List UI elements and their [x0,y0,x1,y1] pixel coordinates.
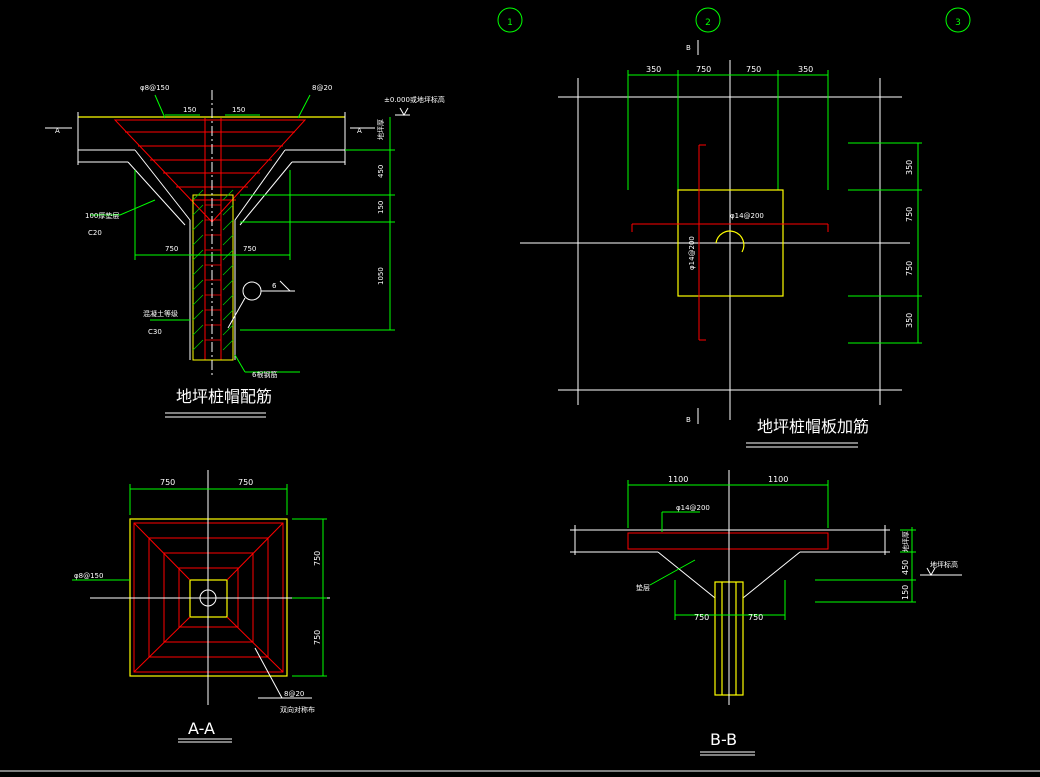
bb-top-dim-1: 1100 [668,475,688,484]
axis-bubble-3: 3 [945,7,971,33]
cap-rebar-top-left: φ8@150 [140,84,169,92]
slab-top-dim-2: 750 [696,65,711,74]
cap-dim-150-left: 150 [183,106,196,114]
cap-cushion-grade: C20 [88,229,102,237]
slab-right-dim-1: 350 [905,160,914,175]
title-cap-rebar: 地坪桩帽配筋 [176,387,272,406]
section-mark-a-left: A [55,127,60,135]
cap-pile-label: 6根钢筋 [252,370,277,379]
cap-rebar-top-right: 8@20 [312,84,332,92]
cap-rebar-elevation [45,90,410,375]
slab-rebar-vertical: φ14@200 [688,236,696,270]
cap-dim-450: 450 [377,165,385,178]
bb-haunch-label: 垫层 [636,583,650,592]
slab-top-dim-4: 350 [798,65,813,74]
aa-note: 双向对称布 [280,705,315,714]
bb-rebar-label: φ14@200 [676,504,710,512]
slab-right-dim-2: 750 [905,207,914,222]
aa-rebar-br: 8@20 [284,690,304,698]
aa-top-dim-2: 750 [238,478,253,487]
slab-top-dim-1: 350 [646,65,661,74]
svg-text:1: 1 [507,18,513,28]
slab-top-dim-3: 750 [746,65,761,74]
slab-right-dim-3: 750 [905,261,914,276]
aa-right-dim-1: 750 [313,551,322,566]
section-mark-a-right: A [357,127,362,135]
slab-rebar-plan [520,40,922,424]
section-aa-plan [72,470,330,705]
svg-text:2: 2 [705,18,711,28]
title-section-bb: B-B [710,730,737,749]
axis-bubble-2: 2 [695,7,721,33]
cap-elevation-label: ±0.000或地坪标高 [384,95,445,104]
slab-rebar-horizontal: φ14@200 [730,212,764,220]
cap-layer-label: 地坪厚 [376,119,385,140]
axis-bubble-1: 1 [497,7,523,33]
title-section-aa: A-A [188,719,215,738]
cap-dim-750-left: 750 [165,245,178,253]
cap-concrete-label: 混凝土等级 [143,309,178,318]
cap-dim-1050: 1050 [377,267,385,285]
bb-layer-label: 地坪厚 [901,531,910,552]
bb-bottom-dim-1: 750 [694,613,709,622]
aa-top-dim-1: 750 [160,478,175,487]
section-mark-b-bottom: B [686,416,691,424]
bb-top-dim-2: 1100 [768,475,788,484]
section-bb-elevation [570,470,962,705]
section-mark-b-top: B [686,44,691,52]
aa-right-dim-2: 750 [313,630,322,645]
cap-dim-750-right: 750 [243,245,256,253]
bb-dim-150: 150 [901,585,910,600]
bb-elevation-label: 地坪标高 [930,560,958,569]
aa-rebar-label: φ8@150 [74,572,103,580]
cap-dim-150-right: 150 [232,106,245,114]
bb-dim-450: 450 [901,560,910,575]
bb-bottom-dim-2: 750 [748,613,763,622]
cap-dim-150: 150 [377,201,385,214]
cap-concrete-grade: C30 [148,328,162,336]
cap-detail-bubble: 6 [272,282,277,290]
svg-text:3: 3 [955,18,961,28]
cap-cushion-label: 100厚垫层 [85,211,119,220]
slab-right-dim-4: 350 [905,313,914,328]
title-slab-rebar: 地坪桩帽板加筋 [757,417,869,436]
